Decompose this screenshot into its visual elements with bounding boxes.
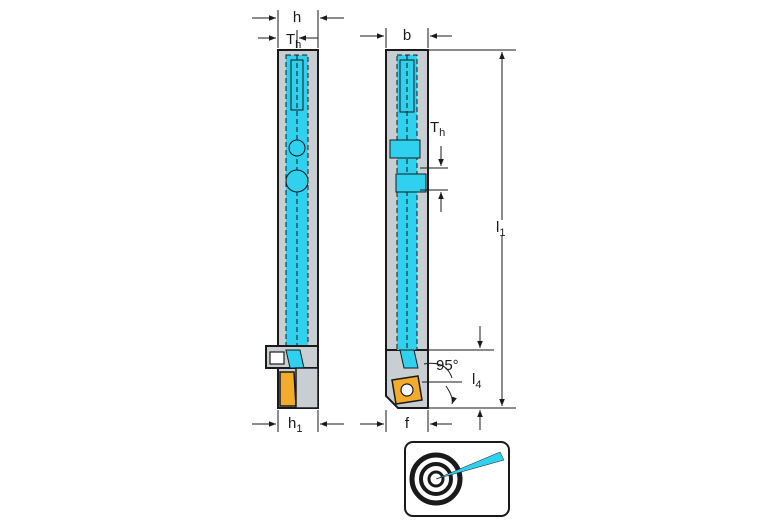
- label-l1: l1: [496, 219, 505, 239]
- label-h1: h1: [288, 415, 302, 435]
- label-l4: l4: [472, 371, 481, 391]
- side-coolant-cross-2: [395, 173, 427, 193]
- label-angle: 95°: [436, 357, 459, 374]
- internal-coolant-icon: [404, 441, 510, 517]
- label-th-side: Th: [430, 119, 445, 139]
- front-view-seat: [295, 367, 319, 409]
- insert-screw: [400, 383, 414, 397]
- coolant-hole-1: [288, 139, 306, 157]
- label-th-top: Th: [286, 31, 301, 51]
- label-h: h: [293, 9, 301, 26]
- side-view: b Th l1 l4 95° f: [360, 27, 516, 432]
- clamp-screw: [269, 351, 285, 365]
- label-b: b: [403, 27, 411, 44]
- side-coolant-cross-1: [389, 139, 421, 159]
- side-coolant-outlet: [399, 349, 419, 369]
- coolant-hole-2: [285, 169, 309, 193]
- front-view: h Th h1: [252, 9, 344, 435]
- label-f: f: [405, 415, 410, 432]
- front-view-insert: [279, 371, 297, 407]
